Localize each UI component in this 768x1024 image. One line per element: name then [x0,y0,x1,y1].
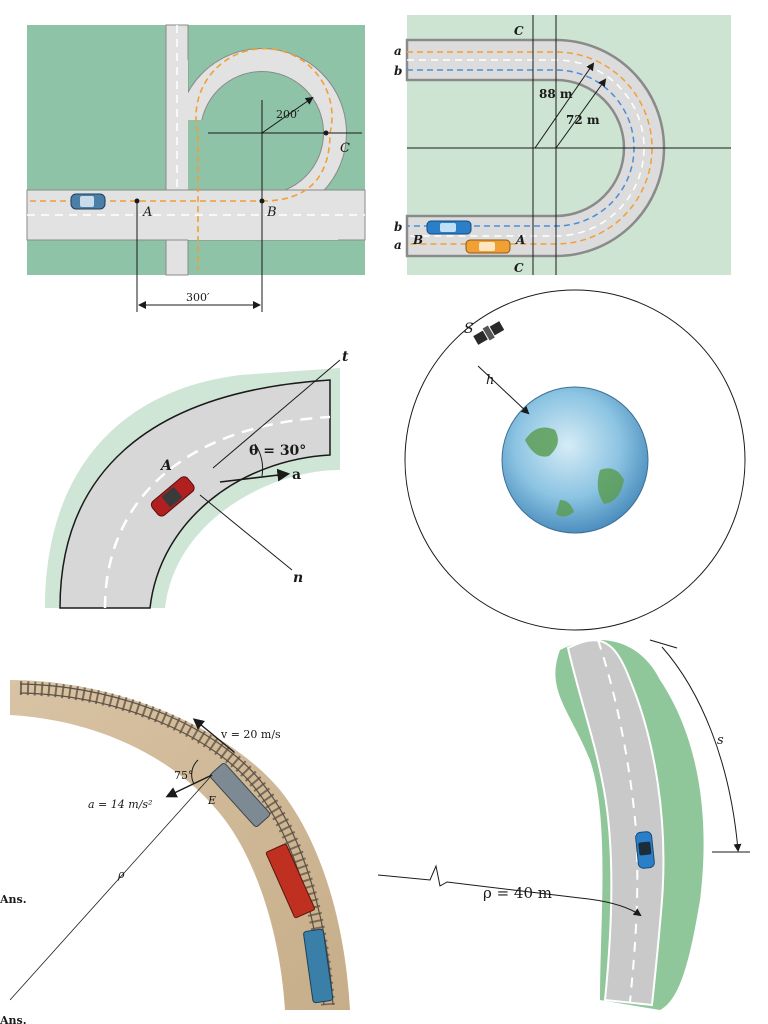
panel-train-curve: v = 20 m/s 75° a = 14 m/s² E ρ Ans. Ans. [0,680,350,1024]
velocity-vector [192,718,235,753]
lane-b-bottom-label: b [394,220,402,234]
section-c-top-label: C [514,24,524,38]
acceleration-label: a [292,467,301,483]
lane-a-top-label: a [394,44,402,58]
inner-radius-line [555,78,607,149]
lane-a-path [407,51,653,245]
lane-b-top-label: b [394,64,402,78]
curved-road [405,38,666,258]
angle-label: 75° [174,769,194,782]
acceleration-label: a = 14 m/s² [88,798,152,811]
blue-car-icon [426,220,472,235]
point-b-label: B [266,205,277,220]
radius-line [377,864,642,917]
panel-satellite-orbit: S h [404,289,746,631]
blue-car-icon [635,831,655,869]
locomotive-icon [209,763,271,827]
vehicle-path [30,47,333,270]
panel-curved-road: A t n θ = 30° a [45,349,349,609]
orange-car-icon [465,239,511,254]
normal-axis [199,494,293,571]
panel-intersection-loop: A B C 200′ 300′ [26,24,366,312]
radius-label: 200′ [276,108,300,121]
satellite-icon [473,321,505,345]
arc-length-label: s [717,733,724,748]
acceleration-vector [219,468,291,483]
point-a-label: A [159,458,172,474]
answer-label-1: Ans. [0,893,27,906]
point-a-label: A [142,205,152,220]
tangent-axis-label: t [342,349,349,365]
distance-label: 300′ [186,291,210,304]
radius-label: ρ = 40 m [483,884,552,902]
tangent-axis [212,359,341,469]
point-e-label: E [207,794,216,807]
radius-line [9,774,213,1001]
outer-radius-label: 88 m [539,87,573,101]
speed-label: v = 20 m/s [220,728,281,741]
point-c-label: C [340,141,350,156]
altitude-line [477,365,530,415]
radius-line [261,96,314,134]
altitude-label: h [486,373,494,388]
blue-railcar-icon [303,928,334,1004]
road [59,379,331,609]
radius-label: ρ [117,868,125,881]
answer-label-2: Ans. [0,1014,27,1024]
red-railcar-icon [265,843,315,919]
panel-s-curve-road: s ρ = 40 m [377,639,750,1010]
arc-length-dimension [661,646,742,852]
lane-a-bottom-label: a [394,238,402,252]
panel-u-turn: a b b a C C 88 m 72 m B A [394,15,731,275]
angle-label: θ = 30° [249,443,306,459]
outer-radius-line [534,62,595,149]
inner-radius-label: 72 m [566,113,600,127]
section-c-bottom-label: C [514,261,524,275]
acceleration-vector [165,774,213,798]
car-icon [70,193,106,210]
point-a-label: A [515,233,525,247]
satellite-label: S [464,321,474,337]
angle-arc [254,443,264,477]
orbit-circle [404,289,746,631]
angle-arc [191,759,199,785]
normal-axis-label: n [293,570,303,586]
red-car-icon [150,476,195,517]
point-b-label: B [412,233,423,247]
